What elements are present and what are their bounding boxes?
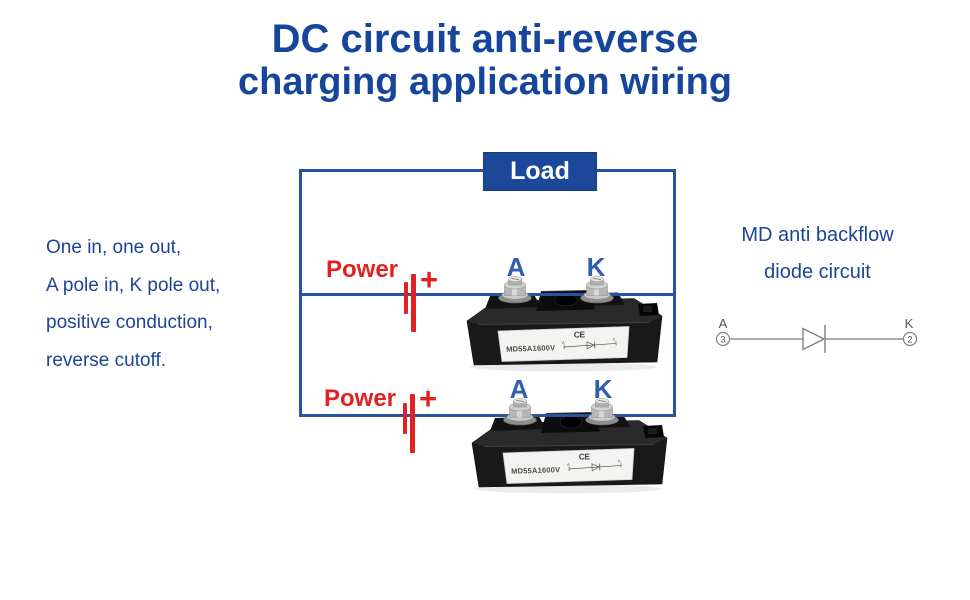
right-note-line2: diode circuit [764, 261, 871, 283]
terminal-anode [498, 276, 532, 304]
ce-mark: CE [574, 329, 586, 339]
left-note-line: reverse cutoff. [46, 349, 167, 371]
module-shadow [470, 362, 656, 372]
module2-anode-label: A [509, 374, 529, 404]
load-label: Load [510, 157, 570, 185]
terminal-cathode [585, 398, 619, 426]
label-diode-cathode: K [613, 336, 616, 341]
schematic-cathode-pin-circle [902, 331, 918, 347]
battery-long-plate-1 [411, 274, 416, 332]
left-note: One in, one out, A pole in, K pole out, … [46, 229, 296, 379]
center-block-edge [545, 412, 595, 414]
right-note-line1: MD anti backflow [741, 224, 894, 246]
label-diode-triangle [586, 341, 595, 350]
power-label-1: Power [326, 256, 399, 283]
module-label-plate [497, 326, 630, 362]
battery-plus-1: + [420, 262, 439, 297]
terminal-cathode [580, 276, 614, 304]
battery-short-plate-2 [403, 403, 407, 434]
module-part-number: MD55A1600V [506, 343, 555, 353]
page-title-line2: charging application wiring [237, 61, 733, 103]
left-note-line: positive conduction, [46, 312, 213, 333]
diode-module-1-terminals [498, 276, 614, 304]
anti-backflow-diode-schematic: A 3 K 2 [715, 316, 918, 353]
module-front-bevel [478, 321, 650, 326]
schematic-cathode-label: K [905, 316, 914, 331]
schematic-diode-triangle [802, 327, 826, 351]
wire-top-left [299, 169, 486, 172]
label-diode-anode: A [567, 462, 570, 467]
schematic-anode-label: A [719, 316, 728, 331]
module-front-bevel [483, 443, 655, 448]
module2-cathode-label: K [593, 374, 613, 404]
label-diode-triangle [591, 463, 600, 472]
connector-slot [643, 306, 652, 312]
label-diode-cathode: K [618, 458, 621, 463]
schematic-anode-pin-number: 3 [720, 335, 725, 345]
terminal-anode [503, 398, 537, 426]
module-label-plate [502, 448, 635, 484]
schematic-cathode-pin-number: 2 [907, 335, 912, 345]
module1-anode-label: A [506, 252, 526, 282]
center-block-edge [540, 290, 590, 292]
label-diode-wire [564, 343, 617, 348]
diode-module-2: MD55A1600V CE A K [471, 412, 668, 494]
page-title-line1: DC circuit anti-reverse [271, 17, 699, 61]
page-title: DC circuit anti-reverse charging applica… [0, 18, 970, 104]
load-block: Load [483, 152, 597, 191]
connector-slot [648, 428, 657, 434]
battery-long-plate-2 [410, 394, 415, 453]
module-part-number: MD55A1600V [511, 465, 560, 475]
diode-module-2-terminals [503, 398, 619, 426]
battery-plus-2: + [419, 381, 438, 416]
label-diode-wire [569, 465, 622, 470]
wire-top-right [595, 169, 676, 172]
battery-short-plate-1 [404, 282, 408, 314]
wire-row2 [299, 414, 676, 417]
module1-cathode-label: K [586, 252, 606, 282]
left-note-line: One in, one out, [46, 237, 182, 258]
right-note: MD anti backflow diode circuit [700, 217, 935, 291]
wire-row1 [299, 293, 676, 296]
label-diode-anode: A [562, 340, 565, 345]
module-shadow [475, 484, 661, 494]
ce-mark: CE [579, 451, 591, 461]
power-label-2: Power [324, 385, 397, 412]
left-note-line: A pole in, K pole out, [46, 274, 221, 296]
